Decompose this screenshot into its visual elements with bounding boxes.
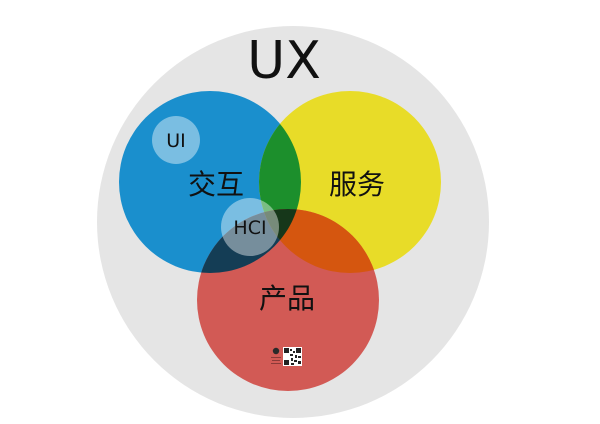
ui-label: UI: [166, 130, 186, 152]
ux-label: UX: [247, 31, 321, 91]
watermark-line: [272, 360, 280, 361]
watermark-line: [271, 363, 281, 364]
avatar-icon: [272, 347, 280, 355]
watermark: [271, 347, 302, 366]
hci-bubble: [221, 198, 279, 256]
hci-label: HCI: [233, 217, 266, 239]
interaction-label: 交互: [188, 168, 244, 201]
service-product-overlap: [259, 209, 379, 273]
watermark-line: [271, 357, 281, 358]
interaction-product-overlap: [197, 209, 301, 273]
qr-code-icon: [283, 347, 302, 366]
service-label: 服务: [329, 168, 385, 201]
ui-bubble: [152, 116, 200, 164]
product-label: 产品: [259, 282, 315, 315]
